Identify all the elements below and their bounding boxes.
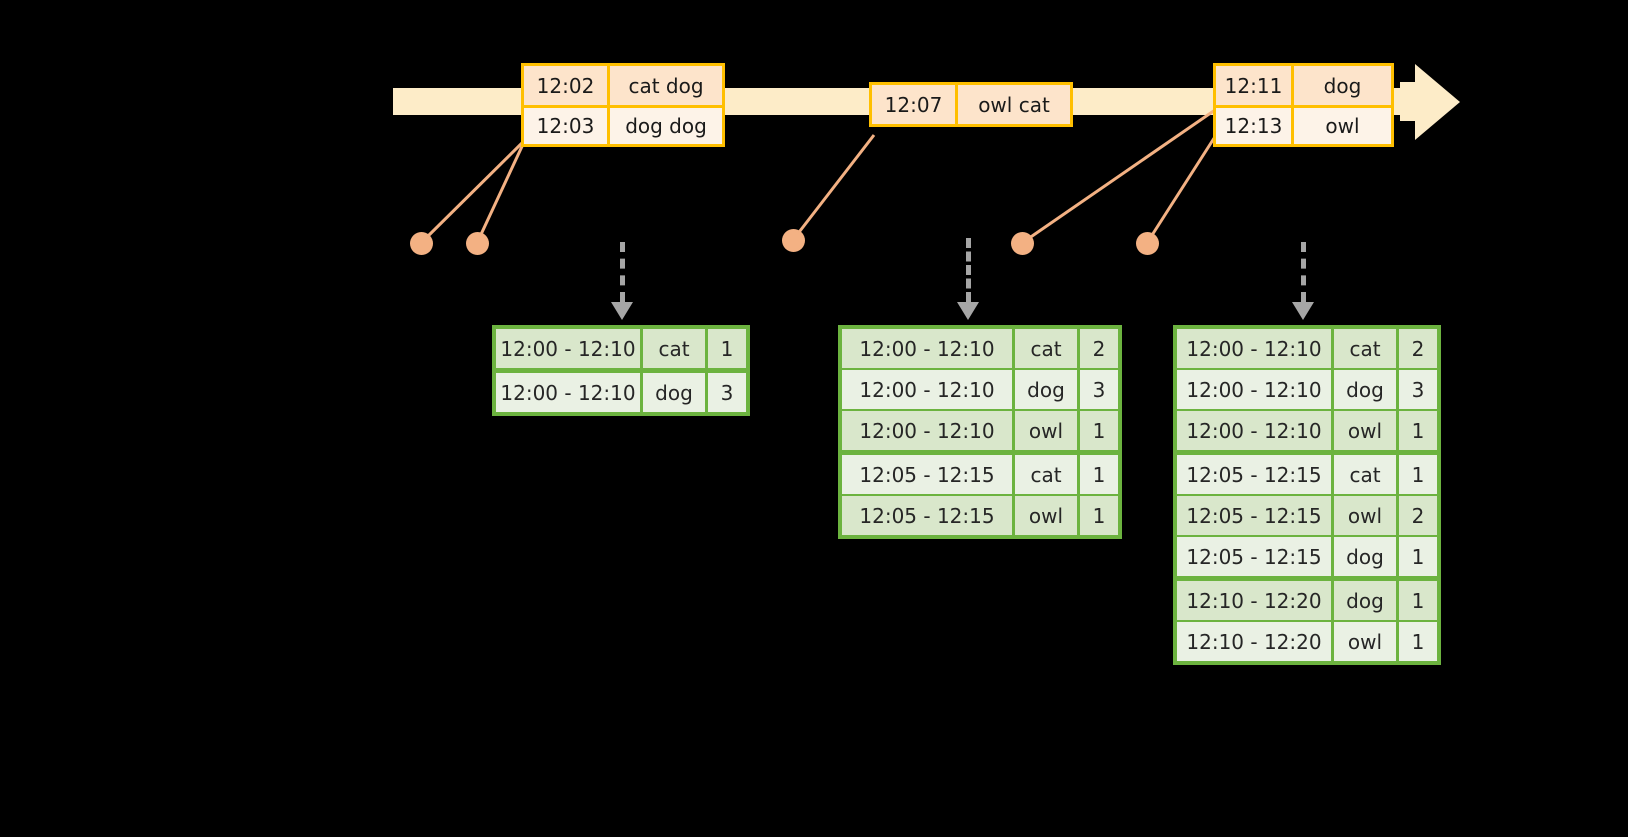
table-row: 12:05 - 12:15 dog 1 — [1177, 537, 1437, 576]
event-row: 12:02 cat dog — [524, 66, 722, 105]
table-row: 12:05 - 12:15 owl 1 — [842, 496, 1118, 535]
cell-count: 1 — [1080, 496, 1118, 535]
event-dot-1 — [410, 232, 433, 255]
cell-word: dog — [1334, 581, 1396, 620]
cell-word: dog — [1334, 537, 1396, 576]
event-words: owl cat — [978, 92, 1050, 117]
cell-count: 1 — [1080, 455, 1118, 494]
event-words: owl — [1325, 114, 1360, 138]
table-row: 12:00 - 12:10 dog 3 — [496, 373, 746, 412]
cell-window: 12:05 - 12:15 — [1177, 496, 1331, 535]
cell-window: 12:00 - 12:10 — [842, 329, 1012, 368]
table-row: 12:10 - 12:20 dog 1 — [1177, 581, 1437, 620]
event-dot-4 — [1011, 232, 1034, 255]
cell-count: 1 — [708, 329, 746, 368]
timeline-arrow-head-icon — [1415, 64, 1460, 140]
event-row: 12:07 owl cat — [872, 85, 1070, 124]
table-row: 12:00 - 12:10 owl 1 — [842, 411, 1118, 450]
event-group-3: 12:11 dog 12:13 owl — [1213, 63, 1394, 147]
event-dot-5 — [1136, 232, 1159, 255]
result-table-3: 12:00 - 12:10 cat 2 12:00 - 12:10 dog 3 … — [1173, 325, 1441, 665]
table-row: 12:00 - 12:10 cat 2 — [842, 329, 1118, 368]
cell-count: 1 — [1399, 455, 1437, 494]
cell-count: 3 — [1399, 370, 1437, 409]
cell-word: cat — [1015, 455, 1077, 494]
cell-window: 12:00 - 12:10 — [496, 329, 640, 368]
flow-arrow-1-icon — [611, 242, 633, 320]
cell-window: 12:05 - 12:15 — [842, 455, 1012, 494]
cell-word: cat — [1015, 329, 1077, 368]
table-row: 12:05 - 12:15 owl 2 — [1177, 496, 1437, 535]
table-row: 12:10 - 12:20 owl 1 — [1177, 622, 1437, 661]
cell-count: 1 — [1080, 411, 1118, 450]
event-time: 12:03 — [524, 108, 610, 144]
event-row: 12:03 dog dog — [524, 105, 722, 144]
cell-window: 12:05 - 12:15 — [1177, 537, 1331, 576]
cell-word: cat — [643, 329, 705, 368]
cell-word: cat — [1334, 455, 1396, 494]
cell-count: 3 — [708, 373, 746, 412]
event-time: 12:13 — [1216, 108, 1294, 144]
event-dot-2 — [466, 232, 489, 255]
cell-count: 1 — [1399, 537, 1437, 576]
cell-count: 2 — [1399, 496, 1437, 535]
cell-word: dog — [643, 373, 705, 412]
cell-window: 12:00 - 12:10 — [842, 370, 1012, 409]
cell-word: owl — [1334, 496, 1396, 535]
table-row: 12:00 - 12:10 dog 3 — [1177, 370, 1437, 409]
result-table-2: 12:00 - 12:10 cat 2 12:00 - 12:10 dog 3 … — [838, 325, 1122, 539]
event-group-2: 12:07 owl cat — [869, 82, 1073, 127]
table-row: 12:00 - 12:10 cat 2 — [1177, 329, 1437, 368]
cell-count: 1 — [1399, 622, 1437, 661]
cell-word: dog — [1334, 370, 1396, 409]
result-table-1: 12:00 - 12:10 cat 1 12:00 - 12:10 dog 3 — [492, 325, 750, 416]
table-row: 12:00 - 12:10 cat 1 — [496, 329, 746, 368]
cell-count: 1 — [1399, 581, 1437, 620]
cell-word: owl — [1015, 411, 1077, 450]
event-time: 12:11 — [1216, 66, 1294, 105]
cell-window: 12:00 - 12:10 — [842, 411, 1012, 450]
cell-count: 1 — [1399, 411, 1437, 450]
event-words: dog dog — [625, 114, 707, 138]
cell-window: 12:00 - 12:10 — [1177, 411, 1331, 450]
cell-word: cat — [1334, 329, 1396, 368]
table-row: 12:00 - 12:10 dog 3 — [842, 370, 1118, 409]
cell-window: 12:05 - 12:15 — [842, 496, 1012, 535]
flow-arrow-2-icon — [957, 238, 979, 320]
cell-word: owl — [1015, 496, 1077, 535]
event-row: 12:11 dog — [1216, 66, 1391, 105]
flow-arrow-3-icon — [1292, 242, 1314, 320]
event-words: cat dog — [628, 73, 704, 98]
cell-window: 12:00 - 12:10 — [1177, 370, 1331, 409]
event-row: 12:13 owl — [1216, 105, 1391, 144]
cell-word: owl — [1334, 411, 1396, 450]
table-row: 12:00 - 12:10 owl 1 — [1177, 411, 1437, 450]
event-time: 12:07 — [872, 85, 958, 124]
cell-count: 3 — [1080, 370, 1118, 409]
cell-window: 12:00 - 12:10 — [1177, 329, 1331, 368]
cell-count: 2 — [1399, 329, 1437, 368]
cell-window: 12:10 - 12:20 — [1177, 581, 1331, 620]
table-row: 12:05 - 12:15 cat 1 — [842, 455, 1118, 494]
event-words: dog — [1323, 73, 1362, 98]
cell-word: owl — [1334, 622, 1396, 661]
cell-window: 12:10 - 12:20 — [1177, 622, 1331, 661]
event-group-1: 12:02 cat dog 12:03 dog dog — [521, 63, 725, 147]
cell-window: 12:05 - 12:15 — [1177, 455, 1331, 494]
event-time: 12:02 — [524, 66, 610, 105]
cell-count: 2 — [1080, 329, 1118, 368]
table-row: 12:05 - 12:15 cat 1 — [1177, 455, 1437, 494]
cell-window: 12:00 - 12:10 — [496, 373, 640, 412]
event-dot-3 — [782, 229, 805, 252]
cell-word: dog — [1015, 370, 1077, 409]
